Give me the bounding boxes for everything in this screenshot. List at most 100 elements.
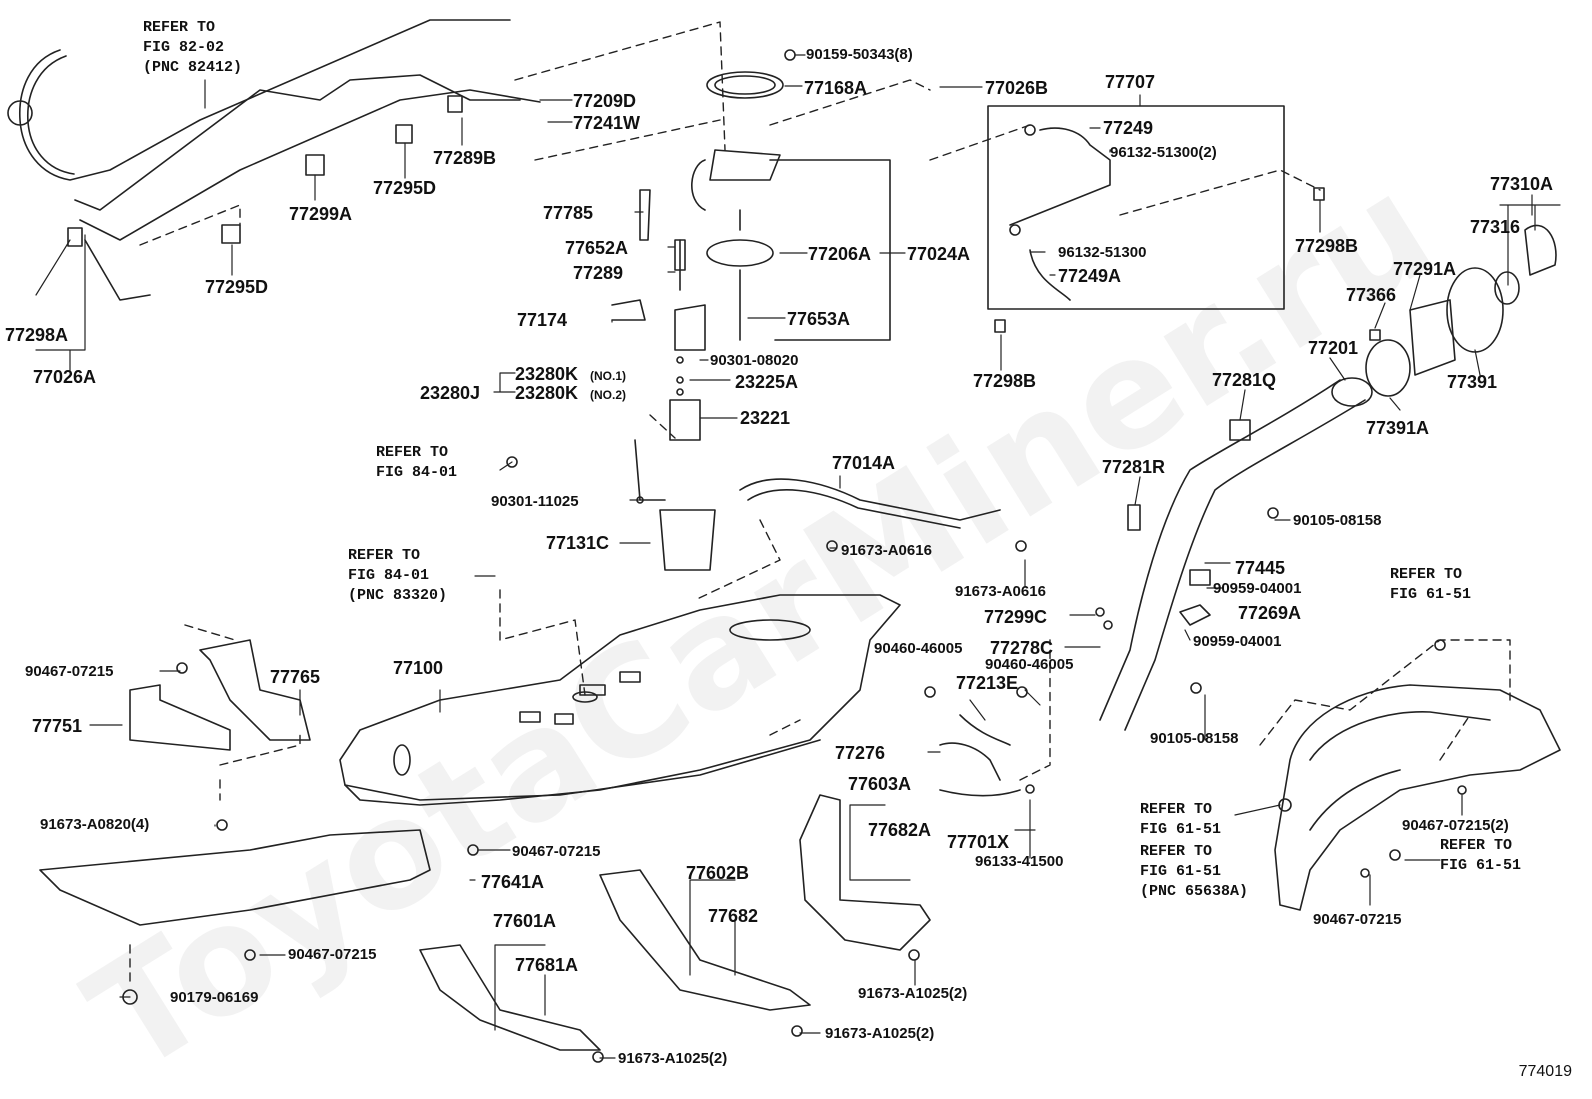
- part-label-91673-A0616-b: 91673-A0616: [955, 583, 1046, 600]
- part-label-77201: 77201: [1308, 338, 1359, 358]
- part-label-77653A: 77653A: [787, 309, 851, 329]
- part-label-77701X: 77701X: [947, 832, 1010, 852]
- part-label-91673-A0820: 91673-A0820(4): [40, 816, 150, 833]
- part-label-90105-08158-b: 90105-08158: [1150, 730, 1239, 747]
- fuel-tank: [339, 594, 901, 806]
- part-label-77298B-b: 77298B: [973, 371, 1037, 391]
- part-label-90467-07215-c: 90467-07215: [288, 946, 377, 963]
- box-77707: [987, 105, 1285, 310]
- part-label-77278C: 77278C: [990, 638, 1054, 658]
- part-label-77652A: 77652A: [565, 238, 629, 258]
- part-label-77298B-a: 77298B: [1295, 236, 1359, 256]
- part-label-77707: 77707: [1105, 72, 1156, 92]
- part-label-91673-A1025-a: 91673-A1025(2): [858, 985, 968, 1002]
- vent-hoses: [994, 124, 1325, 333]
- part-label-23225A: 23225A: [735, 372, 799, 392]
- part-label-77281R: 77281R: [1102, 457, 1166, 477]
- part-label-77209D: 77209D: [573, 91, 637, 111]
- part-label-90159-50343: 90159-50343(8): [806, 46, 913, 63]
- figure-number: 774019: [1518, 1063, 1572, 1080]
- fuel-lines: [7, 19, 541, 301]
- part-label-77026B: 77026B: [985, 78, 1049, 98]
- part-label-77682A: 77682A: [868, 820, 932, 840]
- part-label-90467-07215-b: 90467-07215: [512, 843, 601, 860]
- part-label-96132-51300: 96132-51300: [1058, 244, 1147, 261]
- tank-protector-brackets: [39, 639, 431, 926]
- part-label-90467-07215-a: 90467-07215: [25, 663, 114, 680]
- filler-neck: [1099, 224, 1557, 731]
- part-label-no2: (NO.2): [590, 388, 626, 402]
- part-label-77765: 77765: [270, 667, 321, 687]
- part-label-77601A: 77601A: [493, 911, 557, 931]
- part-label-77206A: 77206A: [808, 244, 872, 264]
- part-label-77026A: 77026A: [33, 367, 97, 387]
- part-label-77391A: 77391A: [1366, 418, 1430, 438]
- leader-lines: [35, 54, 1561, 1059]
- part-label-77281Q: 77281Q: [1212, 370, 1277, 390]
- part-label-91673-A0616-a: 91673-A0616: [841, 542, 932, 559]
- ref-fig-61-51-a: REFER TO FIG 61-51: [1390, 566, 1472, 603]
- part-label-77249: 77249: [1103, 118, 1154, 138]
- part-label-23221: 23221: [740, 408, 791, 428]
- part-label-77213E: 77213E: [956, 673, 1019, 693]
- part-label-77641A: 77641A: [481, 872, 545, 892]
- part-label-77269A: 77269A: [1238, 603, 1302, 623]
- part-label-77174: 77174: [517, 310, 568, 330]
- fuel-pump-assembly: [611, 71, 784, 571]
- part-label-90179-06169: 90179-06169: [170, 989, 259, 1006]
- bolts: [122, 49, 1467, 1063]
- part-label-23280K-2: 23280K: [515, 383, 579, 403]
- part-label-90301-11025: 90301-11025: [491, 493, 579, 510]
- part-label-77602B: 77602B: [686, 863, 750, 883]
- ref-fig-61-51-b: REFER TO FIG 61-51: [1140, 801, 1222, 838]
- part-label-77295D-b: 77295D: [205, 277, 269, 297]
- part-label-77366: 77366: [1346, 285, 1397, 305]
- part-label-90460-46005-a: 90460-46005: [874, 640, 963, 657]
- part-label-77603A: 77603A: [848, 774, 912, 794]
- part-label-77168A: 77168A: [804, 78, 868, 98]
- part-label-77391: 77391: [1447, 372, 1498, 392]
- part-label-77751: 77751: [32, 716, 83, 736]
- part-label-77131C: 77131C: [546, 533, 610, 553]
- ref-fig-84-01: REFER TO FIG 84-01: [376, 444, 458, 481]
- part-label-90959-04001-a: 90959-04001: [1213, 580, 1302, 597]
- wheel-liner: [1274, 639, 1561, 911]
- part-label-23280K-1: 23280K: [515, 364, 579, 384]
- part-label-77445: 77445: [1235, 558, 1286, 578]
- part-label-77295D-a: 77295D: [373, 178, 437, 198]
- part-label-90460-46005-b: 90460-46005: [985, 656, 1074, 673]
- part-label-23280J: 23280J: [420, 383, 481, 403]
- part-label-77014A: 77014A: [832, 453, 896, 473]
- part-label-77316: 77316: [1470, 217, 1521, 237]
- ref-fig-61-51-c: REFER TO FIG 61-51: [1440, 837, 1522, 874]
- part-label-96133-41500: 96133-41500: [975, 853, 1064, 870]
- part-label-96132-51300-2: 96132-51300(2): [1110, 144, 1217, 161]
- part-label-77249A: 77249A: [1058, 266, 1122, 286]
- part-label-77289B: 77289B: [433, 148, 497, 168]
- part-label-77310A: 77310A: [1490, 174, 1554, 194]
- part-label-90959-04001-b: 90959-04001: [1193, 633, 1282, 650]
- part-label-77100: 77100: [393, 658, 444, 678]
- part-label-90467-07215-e: 90467-07215: [1313, 911, 1402, 928]
- part-label-77291A: 77291A: [1393, 259, 1457, 279]
- part-label-90467-07215-d: 90467-07215(2): [1402, 817, 1509, 834]
- bracket-77024A: [769, 159, 891, 341]
- part-label-77299C: 77299C: [984, 607, 1048, 627]
- part-label-77289: 77289: [573, 263, 624, 283]
- part-label-77298A: 77298A: [5, 325, 69, 345]
- part-label-77241W: 77241W: [573, 113, 641, 133]
- tank-straps: [419, 794, 931, 1051]
- part-label-90105-08158-a: 90105-08158: [1293, 512, 1382, 529]
- part-label-77024A: 77024A: [907, 244, 971, 264]
- filler-hoses: [739, 478, 1211, 797]
- part-label-77682: 77682: [708, 906, 759, 926]
- ref-fig-84-01-pnc: REFER TO FIG 84-01 (PNC 83320): [348, 547, 448, 604]
- ref-fig-82-02: REFER TO FIG 82-02 (PNC 82412): [143, 19, 243, 76]
- part-label-77299A: 77299A: [289, 204, 353, 224]
- dashed-leaders: [129, 21, 1511, 986]
- part-label-91673-A1025-c: 91673-A1025(2): [618, 1050, 728, 1067]
- ref-fig-61-51-pnc: REFER TO FIG 61-51 (PNC 65638A): [1140, 843, 1249, 900]
- part-label-no1: (NO.1): [590, 369, 626, 383]
